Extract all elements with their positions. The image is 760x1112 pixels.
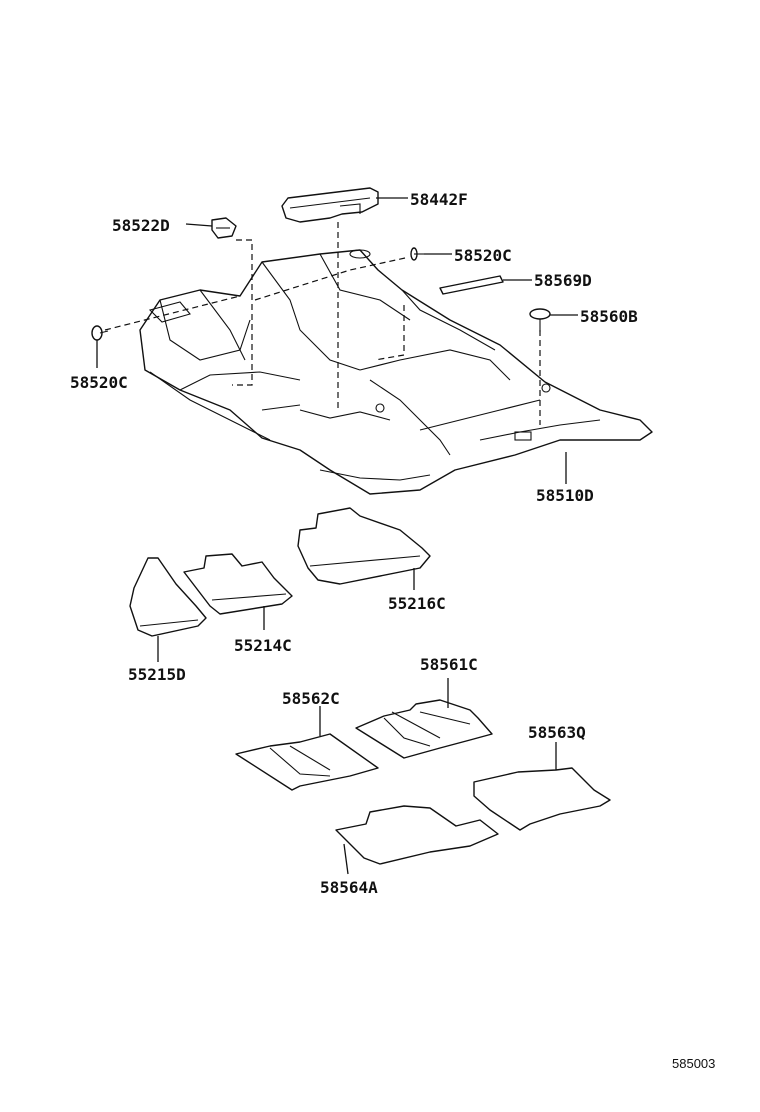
- label-58442f: 58442F: [410, 190, 468, 209]
- part-58522d-shape: [211, 217, 237, 239]
- part-58564a-shape: [335, 805, 499, 865]
- part-58520c-top-shape: [410, 247, 424, 261]
- label-58561c: 58561C: [420, 655, 478, 674]
- dashed-guides: [104, 222, 541, 425]
- label-58563q: 58563Q: [528, 723, 586, 742]
- label-58564a: 58564A: [320, 878, 378, 897]
- part-58562c-shape: [235, 733, 379, 791]
- label-58562c: 58562C: [282, 689, 340, 708]
- diagram-id: 585003: [672, 1056, 715, 1071]
- label-58520c-left: 58520C: [70, 373, 128, 392]
- part-58442f-shape: [281, 187, 379, 223]
- part-58561c-shape: [355, 699, 493, 759]
- label-58510d: 58510D: [536, 486, 594, 505]
- part-58563q-shape: [473, 767, 611, 831]
- label-58520c-top: 58520C: [454, 246, 512, 265]
- part-58520c-left-shape: [91, 325, 109, 341]
- part-55216c-shape: [297, 507, 431, 585]
- part-58560b-shape: [529, 308, 551, 332]
- label-58522d: 58522D: [112, 216, 170, 235]
- label-55215d: 55215D: [128, 665, 186, 684]
- part-55215d-shape: [129, 557, 207, 637]
- label-58569d: 58569D: [534, 271, 592, 290]
- label-58560b: 58560B: [580, 307, 638, 326]
- label-55216c: 55216C: [388, 594, 446, 613]
- floor-carpet-assembly: [139, 249, 653, 495]
- part-58569d-shape: [439, 275, 504, 295]
- part-55214c-shape: [183, 553, 293, 615]
- label-55214c: 55214C: [234, 636, 292, 655]
- leader-lines: [96, 197, 578, 875]
